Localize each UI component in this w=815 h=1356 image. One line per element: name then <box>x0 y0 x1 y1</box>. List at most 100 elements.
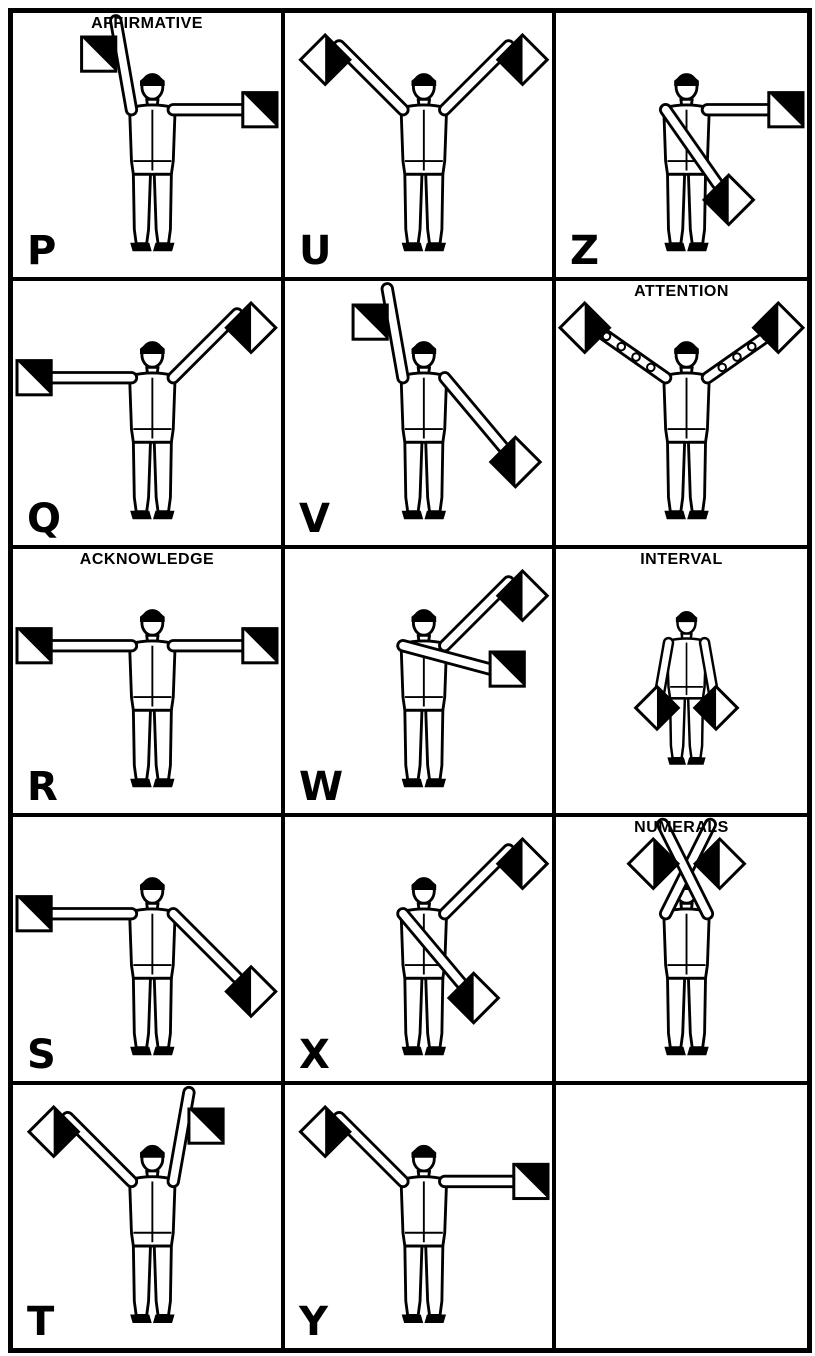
left-leg <box>154 442 171 511</box>
arm-fold <box>733 353 741 361</box>
arm-fold <box>748 343 756 351</box>
right-leg <box>405 174 422 243</box>
right-arm <box>116 21 132 110</box>
panel-letter: P <box>27 231 56 271</box>
panel-s: S <box>13 817 285 1085</box>
panel-letter: W <box>299 767 343 807</box>
right-arm <box>339 46 403 110</box>
square-flag <box>769 93 803 127</box>
right-leg <box>133 978 150 1047</box>
right-leg <box>133 710 150 779</box>
left-leg <box>154 1246 171 1315</box>
signal-illustration <box>556 817 807 1081</box>
left-boot <box>154 1315 173 1322</box>
panel-z: Z <box>556 13 807 281</box>
right-leg <box>133 1246 150 1315</box>
left-arm <box>445 378 503 447</box>
left-boot <box>688 512 707 519</box>
left-boot <box>426 244 445 251</box>
arm-fold <box>617 343 625 351</box>
signaler-figure <box>401 75 447 251</box>
right-leg <box>405 710 422 779</box>
square-flag <box>243 93 277 127</box>
panel-letter: T <box>27 1302 54 1342</box>
right-boot <box>668 758 684 764</box>
right-leg <box>405 1246 422 1315</box>
right-boot <box>131 512 150 519</box>
right-leg <box>405 442 422 511</box>
left-boot <box>426 512 445 519</box>
sleeve-fill <box>445 378 503 447</box>
left-boot <box>154 1048 173 1055</box>
square-flag <box>17 361 51 395</box>
panel-caption: ATTENTION <box>556 283 807 301</box>
left-boot <box>154 512 173 519</box>
sleeve-fill <box>339 46 403 110</box>
signaler-figure <box>130 611 176 787</box>
panel-y: Y <box>285 1085 556 1348</box>
right-boot <box>666 512 685 519</box>
left-boot <box>154 244 173 251</box>
panel-numerals: NUMERALS <box>556 817 807 1085</box>
left-boot <box>426 1048 445 1055</box>
square-flag <box>189 1109 223 1143</box>
left-leg <box>426 978 443 1047</box>
signal-illustration <box>556 549 807 813</box>
right-leg <box>668 174 685 243</box>
right-boot <box>403 1315 422 1322</box>
panel-caption: AFFIRMATIVE <box>13 15 281 33</box>
square-flag <box>17 629 51 663</box>
arm-fold <box>632 353 640 361</box>
sleeve-fill <box>445 850 509 914</box>
left-leg <box>426 1246 443 1315</box>
square-flag <box>514 1164 548 1198</box>
right-boot <box>131 1315 150 1322</box>
right-leg <box>668 442 685 511</box>
signaler-figure <box>664 343 710 519</box>
left-leg <box>426 710 443 779</box>
panel-w: W <box>285 549 556 817</box>
sleeve-fill <box>339 1118 403 1182</box>
left-arm <box>173 314 237 378</box>
signal-illustration <box>556 281 807 545</box>
signaler-figure <box>130 879 176 1055</box>
panel-letter: S <box>27 1035 56 1075</box>
right-boot <box>403 1048 422 1055</box>
right-arm <box>68 1118 132 1182</box>
sleeve-fill <box>445 46 509 110</box>
diamond-flag <box>560 303 609 352</box>
panel-letter: V <box>299 499 330 539</box>
square-flag <box>353 305 387 339</box>
panel-x: X <box>285 817 556 1085</box>
left-boot <box>688 244 707 251</box>
sleeve-fill <box>445 582 509 646</box>
sleeve-fill <box>173 914 237 978</box>
left-arm <box>173 1093 189 1182</box>
panel-caption: NUMERALS <box>556 819 807 837</box>
right-boot <box>131 1048 150 1055</box>
panel-p: AFFIRMATIVE P <box>13 13 285 281</box>
left-leg <box>154 174 171 243</box>
right-boot <box>403 512 422 519</box>
right-leg <box>133 442 150 511</box>
right-leg <box>668 978 685 1047</box>
square-flag <box>17 897 51 931</box>
panel-attention: ATTENTION <box>556 281 807 549</box>
left-leg <box>154 710 171 779</box>
left-boot <box>154 780 173 787</box>
right-boot <box>131 780 150 787</box>
left-arm <box>445 582 509 646</box>
arm-fold <box>718 364 726 372</box>
left-arm <box>445 46 509 110</box>
panel-interval: INTERVAL <box>556 549 807 817</box>
right-boot <box>403 780 422 787</box>
panel-empty <box>556 1085 807 1348</box>
right-leg <box>133 174 150 243</box>
right-leg <box>405 978 422 1047</box>
right-boot <box>403 244 422 251</box>
panel-q: Q <box>13 281 285 549</box>
panel-v: V <box>285 281 556 549</box>
signaler-figure <box>667 612 706 764</box>
left-leg <box>426 442 443 511</box>
left-arm <box>173 914 237 978</box>
